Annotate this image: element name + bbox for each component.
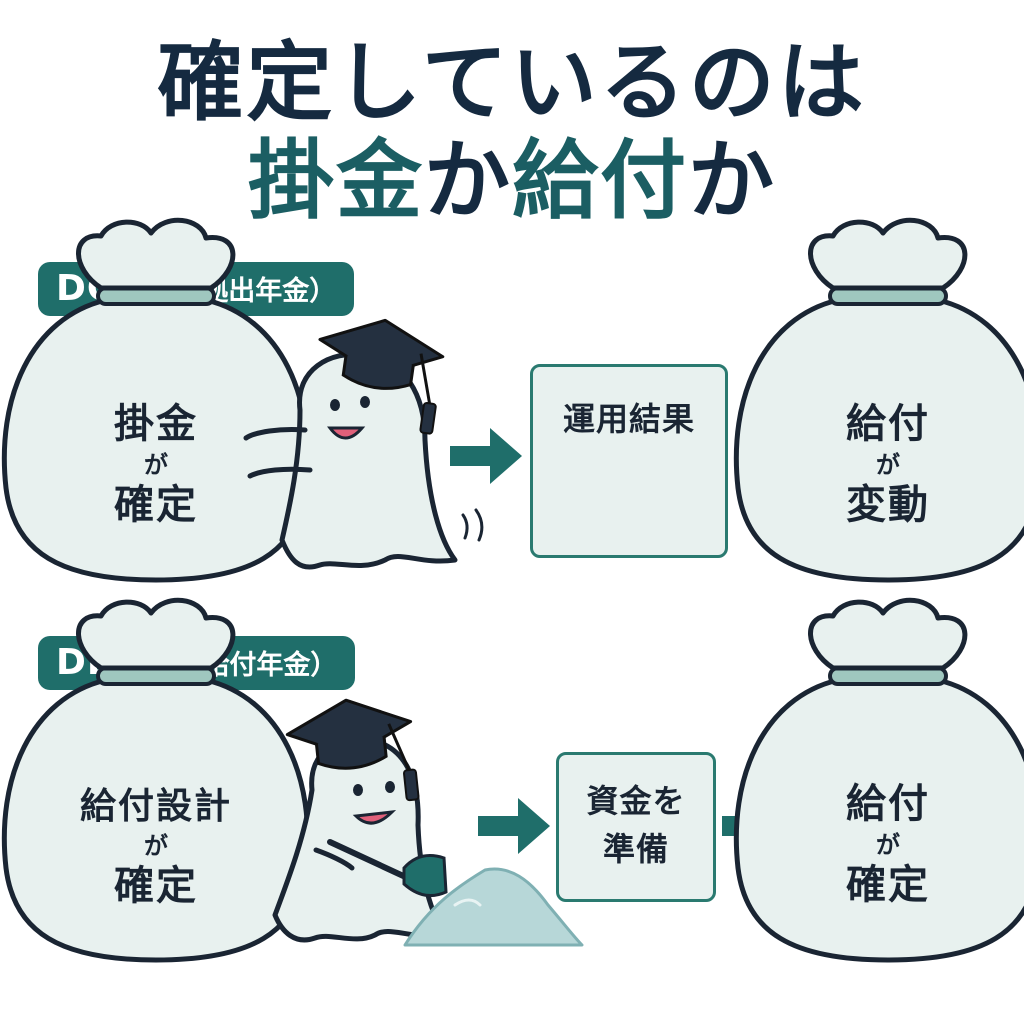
dc-end-bag-text: 給付 が 変動 (808, 403, 968, 526)
db-end-bag-text: 給付 が 確定 (808, 783, 968, 906)
db-end-bag-line2: 確定 (846, 862, 930, 909)
title-particle-2: か (688, 131, 776, 231)
dc-start-bag-connector: が (144, 451, 168, 479)
sand-pile-icon (403, 867, 584, 947)
db-start-bag-text: 給付設計 が 確定 (46, 788, 266, 907)
page-title-line1: 確定しているのは (157, 33, 867, 133)
db-end-bag-line1: 給付 (846, 781, 930, 827)
db-ghost-mascot-icon (272, 736, 448, 943)
db-start-bag-line2: 確定 (114, 862, 198, 909)
page-title-line2: 掛金か給付か (0, 138, 1024, 224)
title-keyword-kakekin: 掛金 (248, 131, 424, 231)
dc-end-bag-line1: 給付 (846, 401, 930, 447)
dc-start-bag-text: 掛金 が 確定 (76, 403, 236, 526)
db-process-box: 資金を 準備 (556, 752, 716, 902)
db-process-line2: 準備 (602, 830, 669, 868)
title-particle-1: か (424, 131, 512, 231)
db-process-line1: 資金を (586, 782, 686, 820)
db-start-bag-line1: 給付設計 (79, 786, 232, 827)
dc-start-bag-line2: 確定 (114, 482, 198, 529)
db-arrow-right-icon-1 (478, 798, 550, 854)
title-keyword-kyufu: 給付 (512, 131, 688, 231)
dc-start-bag-line1: 掛金 (114, 401, 198, 447)
dc-end-bag-line2: 変動 (846, 482, 930, 529)
db-end-bag-connector: が (876, 831, 900, 859)
dc-arrow-right-icon-1 (450, 428, 522, 484)
dc-process-text: 運用結果 (562, 400, 695, 438)
db-start-bag-connector: が (144, 831, 168, 860)
dc-end-bag-connector: が (876, 451, 900, 479)
shovel-icon (327, 839, 448, 898)
dc-process-box: 運用結果 (530, 364, 728, 558)
